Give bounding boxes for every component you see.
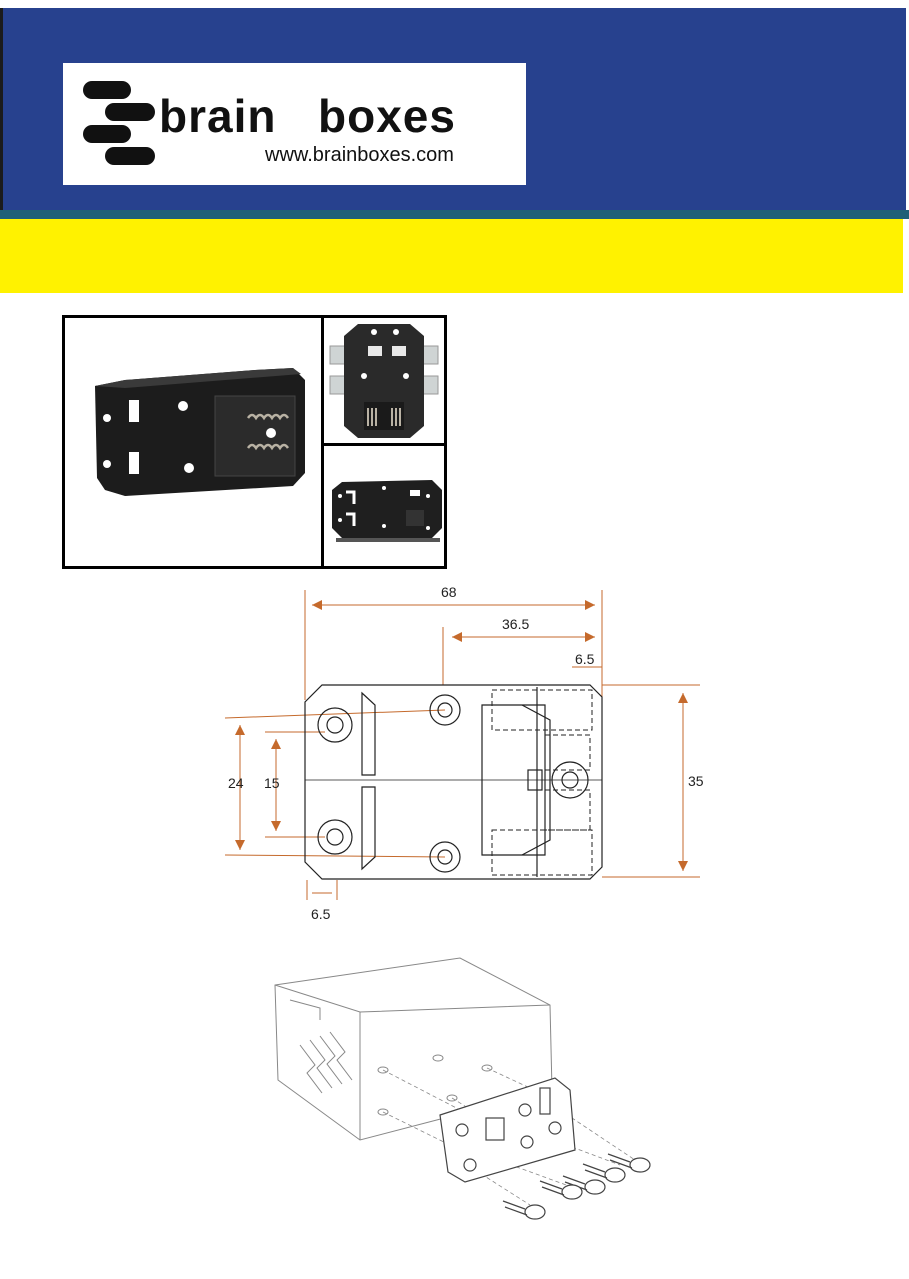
din-rail-clip-on-rail-photo xyxy=(329,324,439,438)
din-rail-clip-front-photo xyxy=(95,368,305,496)
dim-overall-width: 68 xyxy=(441,584,457,600)
header-left-bar xyxy=(0,8,5,212)
dim-edge-left: 6.5 xyxy=(311,906,331,922)
exploded-assembly-icon xyxy=(274,957,651,1220)
dimension-lines xyxy=(224,590,700,900)
din-rail-clip-back-photo xyxy=(332,480,442,542)
header-teal-line xyxy=(0,210,909,219)
brand-word-boxes: boxes xyxy=(318,90,456,142)
dim-edge-right: 6.5 xyxy=(575,651,595,667)
photo-divider-vertical xyxy=(321,318,324,566)
dim-height: 35 xyxy=(688,773,704,789)
photo-divider-horizontal xyxy=(324,443,444,446)
technical-drawing: 68 36.5 6.5 35 24 15 6.5 xyxy=(224,584,704,922)
clip-assembly-drawing xyxy=(439,1077,576,1183)
brand-word-brain: brain xyxy=(159,90,277,142)
dim-hole-spacing-outer: 24 xyxy=(228,775,244,791)
photo-frame xyxy=(62,315,447,569)
yellow-title-band xyxy=(0,219,903,293)
dim-hole-spacing-inner: 15 xyxy=(264,775,280,791)
screws xyxy=(502,1153,651,1220)
hidden-lines xyxy=(361,689,593,876)
clip-outline-drawing xyxy=(304,684,603,880)
dim-hole-offset: 36.5 xyxy=(502,616,529,632)
brand-url[interactable]: www.brainboxes.com xyxy=(265,144,454,166)
brainboxes-logo-icon xyxy=(83,81,155,165)
brand-logo[interactable]: brain boxes www.brainboxes.com xyxy=(63,63,526,185)
dimension-arrows xyxy=(235,600,688,871)
